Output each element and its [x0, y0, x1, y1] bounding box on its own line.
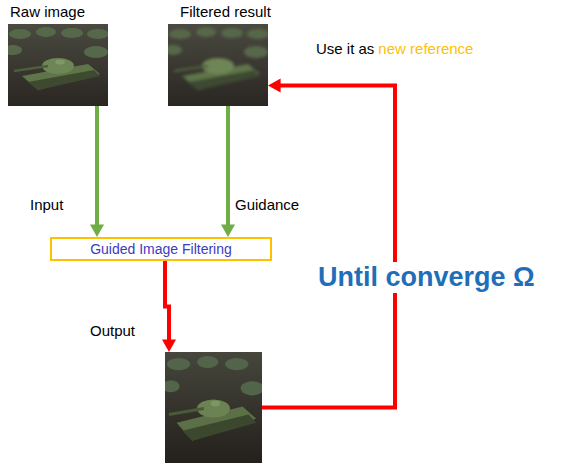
loop-label: Until converge Ω [316, 262, 537, 293]
edge-label: Input [30, 196, 63, 213]
tank-photo-blurred [168, 24, 268, 106]
tank-photo-output [165, 352, 262, 463]
note-text: Use it as [316, 40, 374, 57]
note-highlight: new reference [378, 40, 473, 57]
image-caption: Output [90, 322, 135, 339]
output-image: Output [165, 352, 262, 463]
process-label: Guided Image Filtering [90, 241, 232, 257]
flow-arrow [90, 106, 104, 237]
input-image: Raw image [8, 24, 108, 106]
process-box: Guided Image Filtering [50, 237, 272, 261]
flow-arrow [221, 106, 235, 237]
edge-label: Guidance [235, 196, 299, 213]
filtered-image: Filtered result [168, 24, 268, 106]
flow-arrow [262, 79, 395, 408]
tank-photo [8, 24, 108, 106]
flow-arrow [162, 261, 176, 352]
image-caption: Filtered result [180, 3, 271, 20]
image-caption: Raw image [10, 3, 85, 20]
